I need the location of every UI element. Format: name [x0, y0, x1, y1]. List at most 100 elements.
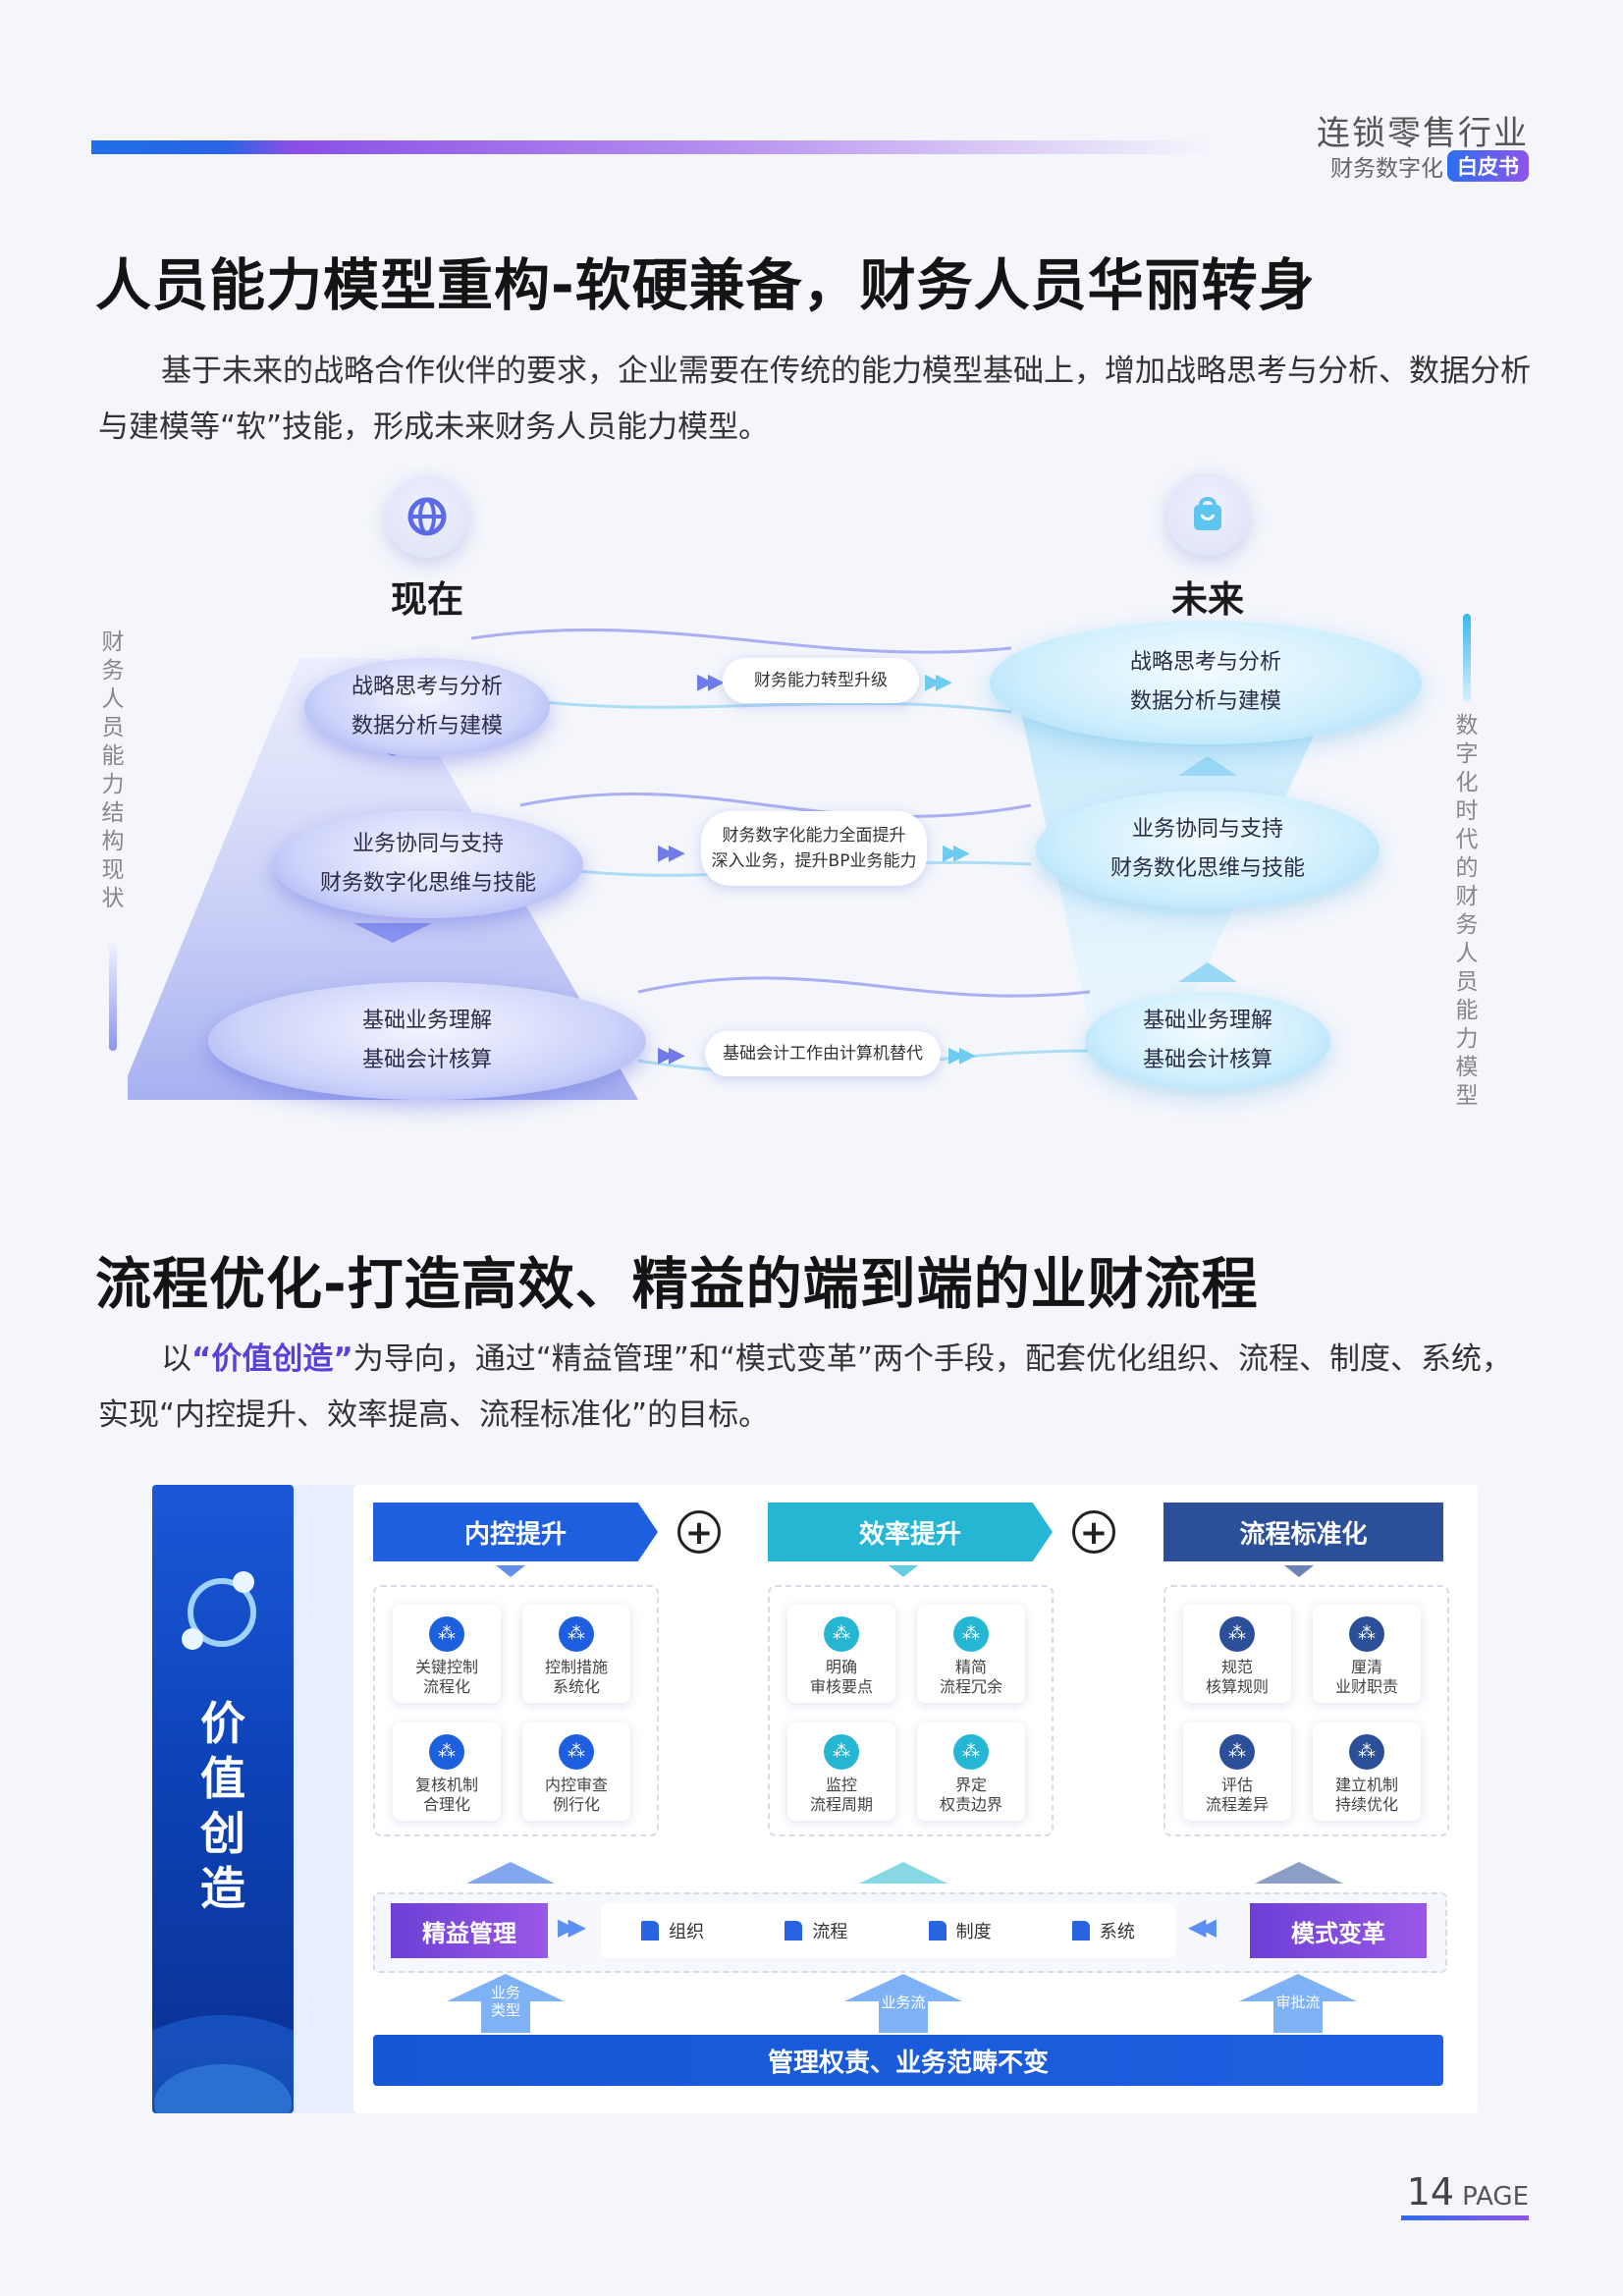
org-chart-icon: ⁂ — [559, 1734, 594, 1770]
card-review-mechanism: ⁂复核机制合理化 — [393, 1722, 501, 1821]
transition-arrow-left-2: ▶▶ — [658, 841, 685, 865]
transition-tag-3: 基础会计工作由计算机替代 — [705, 1031, 941, 1076]
section2-para-suffix: 为导向，通过“精益管理”和“模式变革”两个手段，配套优化组织、流程、制度、系统，… — [98, 1341, 1512, 1433]
transition-tag-2-line2: 深入业务，提升BP业务能力 — [711, 851, 917, 871]
future-level-strategy-line2: 数据分析与建模 — [1129, 689, 1281, 714]
up-label-2: 业务流 — [881, 1994, 926, 2011]
flow-line-bottom — [637, 976, 1091, 998]
lean-arrow: ▶▶ — [558, 1913, 586, 1941]
right-up-arrow-2 — [1178, 962, 1237, 982]
item-policy: 制度 — [928, 1918, 992, 1943]
header-gradient-bar — [91, 140, 1211, 154]
up-label-1-line1: 业务 — [490, 1984, 520, 2001]
org-chart-icon: ⁂ — [1349, 1616, 1384, 1652]
left-vertical-bar — [109, 943, 117, 1051]
transition-arrow-right-1: ▶▶ — [925, 670, 952, 694]
lean-management-box: 精益管理 — [391, 1903, 548, 1958]
shopping-bag-icon — [1166, 473, 1249, 556]
value-char-3: 创 — [200, 1807, 245, 1860]
future-level-basic-line2: 基础会计核算 — [1142, 1048, 1272, 1072]
up-arrow-approval-flow: 审批流 — [1239, 1974, 1357, 2033]
future-level-strategy-line1: 战略思考与分析 — [1129, 650, 1281, 675]
transition-tag-1-text: 财务能力转型升级 — [754, 671, 888, 690]
future-level-business-line1: 业务协同与支持 — [1131, 817, 1283, 842]
process-panel: 内控提升 + 效率提升 + 流程标准化 ⁂关键控制流程化 ⁂控制措施系统化 ⁂复… — [353, 1485, 1478, 2113]
value-char-4: 造 — [200, 1862, 245, 1915]
now-level-business-line2: 财务数字化思维与技能 — [319, 871, 536, 896]
card-define-boundary: ⁂界定权责边界 — [917, 1722, 1025, 1821]
transition-tag-2-line1: 财务数字化能力全面提升 — [722, 826, 906, 846]
transition-arrow-right-3: ▶▶ — [948, 1043, 976, 1067]
value-char-1: 价 — [200, 1697, 245, 1750]
foot-bar: 管理权责、业务范畴不变 — [373, 2035, 1443, 2086]
now-level-strategy-line1: 战略思考与分析 — [351, 675, 503, 699]
future-level-business-line2: 财务数化思维与技能 — [1109, 856, 1305, 881]
flow-line-mid — [519, 792, 1032, 819]
card-accounting-rules: ⁂规范核算规则 — [1183, 1605, 1291, 1703]
transition-arrow-left-1: ▶▶ — [697, 670, 725, 694]
up-arrow-business-type: 业务 类型 — [447, 1974, 565, 2033]
now-level-basic-line1: 基础业务理解 — [361, 1009, 492, 1033]
group-efficiency-header: 效率提升 — [768, 1503, 1053, 1561]
org-chart-icon: ⁂ — [1219, 1734, 1255, 1770]
item-organization: 组织 — [641, 1918, 704, 1943]
transition-tag-1: 财务能力转型升级 — [723, 658, 919, 703]
up-arrow-business-flow: 业务流 — [844, 1974, 962, 2033]
section1-title: 人员能力模型重构-软硬兼备，财务人员华丽转身 — [95, 253, 1316, 318]
card-evaluate-differences: ⁂评估流程差异 — [1183, 1722, 1291, 1821]
card-internal-audit: ⁂内控审查例行化 — [522, 1722, 630, 1821]
ring-icon — [188, 1578, 256, 1647]
value-creation-bar — [152, 1485, 294, 2113]
card-clarify-duties: ⁂厘清业财职责 — [1313, 1605, 1421, 1703]
section2-paragraph: 以“价值创造”为导向，通过“精益管理”和“模式变革”两个手段，配套优化组织、流程… — [98, 1332, 1532, 1444]
transition-arrow-right-2: ▶▶ — [943, 841, 970, 865]
org-chart-icon: ⁂ — [429, 1734, 464, 1770]
brand-subtitle: 财务数字化 白皮书 — [1330, 149, 1529, 183]
brand-title: 连锁零售行业 — [1317, 114, 1529, 153]
right-vertical-bar — [1463, 614, 1471, 702]
transition-tag-2: 财务数字化能力全面提升 深入业务，提升BP业务能力 — [701, 811, 927, 886]
support-items: 组织 流程 制度 系统 — [601, 1903, 1175, 1958]
group-internal-control-cards — [373, 1585, 659, 1836]
org-chart-icon: ⁂ — [953, 1734, 989, 1770]
org-chart-icon: ⁂ — [559, 1616, 594, 1652]
reform-arrow: ◀◀ — [1188, 1913, 1217, 1941]
building-icon — [1071, 1921, 1090, 1941]
org-chart-icon: ⁂ — [824, 1616, 859, 1652]
card-review-points: ⁂明确审核要点 — [787, 1605, 895, 1703]
ring-icon-dot-bottom — [182, 1628, 203, 1650]
brand-badge: 白皮书 — [1447, 150, 1529, 182]
value-char-2: 值 — [200, 1752, 245, 1805]
item-system: 系统 — [1071, 1918, 1135, 1943]
page-number: 14 PAGE — [1407, 2170, 1529, 2214]
up-label-1-line2: 类型 — [490, 2001, 520, 2019]
group-standardization-header: 流程标准化 — [1163, 1503, 1443, 1561]
building-icon — [928, 1921, 947, 1941]
org-chart-icon: ⁂ — [953, 1616, 989, 1652]
org-chart-icon: ⁂ — [1219, 1616, 1255, 1652]
ring-icon-dot-top — [233, 1571, 254, 1593]
section2-para-highlight: “价值创造” — [191, 1341, 353, 1377]
now-level-business-line1: 业务协同与支持 — [352, 832, 504, 856]
left-down-arrow-2 — [353, 923, 432, 943]
plus-icon-2: + — [1072, 1510, 1115, 1554]
now-level-basic: 基础业务理解 基础会计核算 — [208, 982, 646, 1100]
right-up-arrow-1 — [1178, 756, 1237, 776]
section2-title: 流程优化-打造高效、精益的端到端的业财流程 — [95, 1252, 1259, 1317]
building-icon — [784, 1921, 803, 1941]
now-level-basic-line2: 基础会计核算 — [361, 1048, 492, 1072]
plus-icon-1: + — [677, 1510, 721, 1554]
value-bar-glow — [152, 2015, 294, 2113]
flow-line-top — [470, 628, 1012, 654]
org-chart-icon: ⁂ — [824, 1734, 859, 1770]
flow-line-top-2 — [470, 690, 1012, 714]
group-standardization-cards — [1163, 1585, 1449, 1836]
building-icon — [641, 1921, 660, 1941]
transition-tag-3-text: 基础会计工作由计算机替代 — [723, 1044, 923, 1064]
future-level-business: 业务协同与支持 财务数化思维与技能 — [1036, 791, 1380, 908]
page-number-label: PAGE — [1462, 2182, 1529, 2212]
globe-icon — [386, 475, 468, 558]
section1-paragraph: 基于未来的战略合作伙伴的要求，企业需要在传统的能力模型基础上，增加战略思考与分析… — [98, 354, 1531, 445]
now-level-business: 业务协同与支持 财务数字化思维与技能 — [273, 810, 583, 918]
left-vertical-label: 财务人员能力结构现状 — [101, 629, 125, 911]
